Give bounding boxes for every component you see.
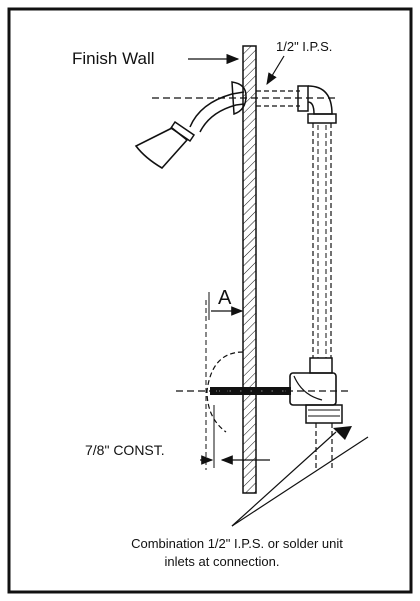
- shower-arm: [189, 81, 247, 133]
- finish-wall: [242, 45, 257, 494]
- riser-pipe: [312, 123, 332, 358]
- const-label: 7/8" CONST.: [85, 442, 165, 458]
- pipe-size-leader: [266, 55, 285, 86]
- shower-head: [134, 120, 196, 170]
- note-line-1: Combination 1/2" I.P.S. or solder unit: [131, 536, 343, 551]
- lower-riser: [315, 423, 333, 468]
- dimension-a-label: A: [218, 287, 232, 309]
- trim-outline: [206, 351, 244, 433]
- supply-pipe-horizontal: [256, 90, 300, 107]
- note-line-2: inlets at connection.: [165, 554, 280, 569]
- valve-body: [289, 357, 343, 424]
- note-leader: [231, 426, 369, 527]
- pipe-size-label: 1/2" I.P.S.: [276, 39, 332, 54]
- const-dimension: [200, 405, 270, 468]
- dimension-a: [208, 292, 244, 320]
- drop-ear-elbow: [297, 85, 337, 124]
- finish-wall-label: Finish Wall: [72, 49, 155, 68]
- diagram-frame: [7, 7, 413, 594]
